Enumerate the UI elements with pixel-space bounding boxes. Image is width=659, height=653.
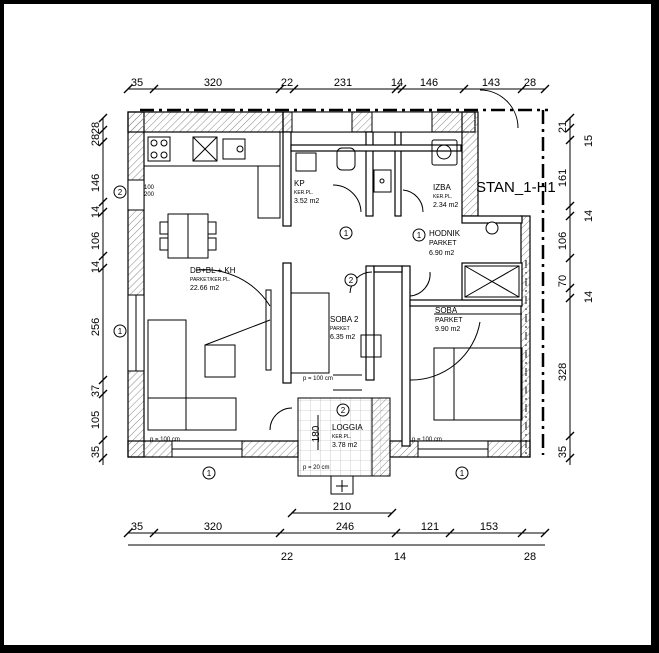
dimension-ticks [98, 84, 575, 538]
room-loggia: LOGGIA KER.PL. 3.78 m2 [332, 423, 363, 449]
dim-top-7: 143 [482, 77, 500, 89]
dim-right-1: 21 [557, 121, 569, 133]
room-kp-area: 3.52 m2 [294, 198, 319, 205]
dining-table [159, 213, 217, 259]
room-db-name: DB+BL + KH [190, 266, 236, 275]
bathroom [295, 139, 458, 193]
dim-loggia-width: 210 [333, 501, 351, 513]
dim-left-8: 37 [90, 385, 102, 397]
marker-label: 1 [207, 469, 212, 478]
dim-right-9: 35 [557, 446, 569, 458]
room-izba: IZBA KER.PL. 2.34 m2 [433, 183, 458, 209]
dim-right-5: 106 [557, 232, 569, 250]
room-hodnik: HODNIK PARKET 6.90 m2 [429, 229, 461, 257]
window-note: p = 20 cm [303, 465, 330, 471]
dim-bottom-1: 35 [131, 521, 143, 533]
marker-label: 1 [417, 231, 422, 240]
room-hodnik-name: HODNIK [429, 229, 461, 238]
dim-bottom-5: 153 [480, 521, 498, 533]
room-hodnik-floor: PARKET [429, 240, 457, 247]
room-soba2-area: 6.35 m2 [330, 334, 355, 341]
dim-left-2: 28 [90, 134, 102, 146]
marker-label: 2 [349, 276, 354, 285]
room-izba-area: 2.34 m2 [433, 202, 458, 209]
dim-top-4: 231 [334, 77, 352, 89]
room-izba-floor: KER.PL. [433, 194, 452, 200]
dim-bottom-7: 14 [394, 551, 406, 563]
dim-top-8: 28 [524, 77, 536, 89]
dim-left-3: 146 [90, 174, 102, 192]
dim-top-6: 146 [420, 77, 438, 89]
room-hodnik-area: 6.90 m2 [429, 250, 454, 257]
marker-label: 1 [118, 327, 123, 336]
dim-right-2: 15 [583, 135, 595, 147]
room-soba-name: SOBA [435, 306, 458, 315]
window-height: 200 [144, 192, 155, 198]
dim-top-2: 320 [204, 77, 222, 89]
room-kp: KP KER.PL. 3.52 m2 [294, 179, 319, 205]
dim-bottom-8: 28 [524, 551, 536, 563]
room-soba-floor: PARKET [435, 317, 463, 324]
dim-left-7: 256 [90, 318, 102, 336]
window-note: p = 100 cm [412, 437, 442, 443]
marker-label: 2 [341, 406, 346, 415]
kitchen [143, 131, 281, 219]
dim-top-5: 14 [391, 77, 403, 89]
dim-bottom-3: 246 [336, 521, 354, 533]
apartment-label: STAN_1-H1 [476, 179, 556, 196]
living-furniture [147, 269, 272, 431]
room-soba2: SOBA 2 PARKET 6.35 m2 [330, 315, 359, 341]
interior-walls [282, 131, 523, 447]
dim-left-6: 14 [90, 261, 102, 273]
room-db-floor: PARKET/KER.PL. [190, 277, 230, 283]
room-izba-name: IZBA [433, 183, 451, 192]
room-loggia-area: 3.78 m2 [332, 442, 357, 449]
room-soba: SOBA PARKET 9.90 m2 [435, 306, 463, 333]
dim-right-4: 14 [583, 210, 595, 222]
dim-left-9: 105 [90, 411, 102, 429]
room-loggia-name: LOGGIA [332, 423, 363, 432]
windows [127, 111, 489, 458]
dim-right-7: 14 [583, 291, 595, 303]
dim-left-10: 35 [90, 446, 102, 458]
dim-left-1: 28 [90, 122, 102, 134]
window-note: p = 100 cm [303, 376, 333, 382]
marker-label: 2 [118, 188, 123, 197]
dim-top-3: 22 [281, 77, 293, 89]
shaft [464, 265, 520, 298]
dimension-lines [102, 88, 571, 546]
dim-right-6: 70 [557, 275, 569, 287]
dim-left-5: 106 [90, 232, 102, 250]
loggia-rail [371, 397, 391, 477]
room-soba2-name: SOBA 2 [330, 315, 359, 324]
dim-right-3: 161 [557, 169, 569, 187]
room-soba2-floor: PARKET [330, 326, 350, 332]
room-loggia-floor: KER.PL. [332, 434, 351, 440]
dim-right-8: 328 [557, 363, 569, 381]
room-soba-area: 9.90 m2 [435, 326, 460, 333]
dim-bottom-6: 22 [281, 551, 293, 563]
room-db: DB+BL + KH PARKET/KER.PL. 22.66 m2 [190, 266, 236, 292]
dim-bottom-4: 121 [421, 521, 439, 533]
room-db-area: 22.66 m2 [190, 285, 219, 292]
window-height: 100 [144, 185, 155, 191]
bedroom-furniture [290, 292, 523, 421]
section-markers [113, 185, 499, 480]
room-kp-floor: KER.PL. [294, 190, 313, 196]
dim-top-1: 35 [131, 77, 143, 89]
axis-lines [140, 108, 548, 455]
window-note: p = 100 cm [150, 437, 180, 443]
room-kp-name: KP [294, 179, 305, 188]
dim-bottom-2: 320 [204, 521, 222, 533]
marker-label: 1 [344, 229, 349, 238]
marker-label: 1 [460, 469, 465, 478]
dim-left-4: 14 [90, 206, 102, 218]
